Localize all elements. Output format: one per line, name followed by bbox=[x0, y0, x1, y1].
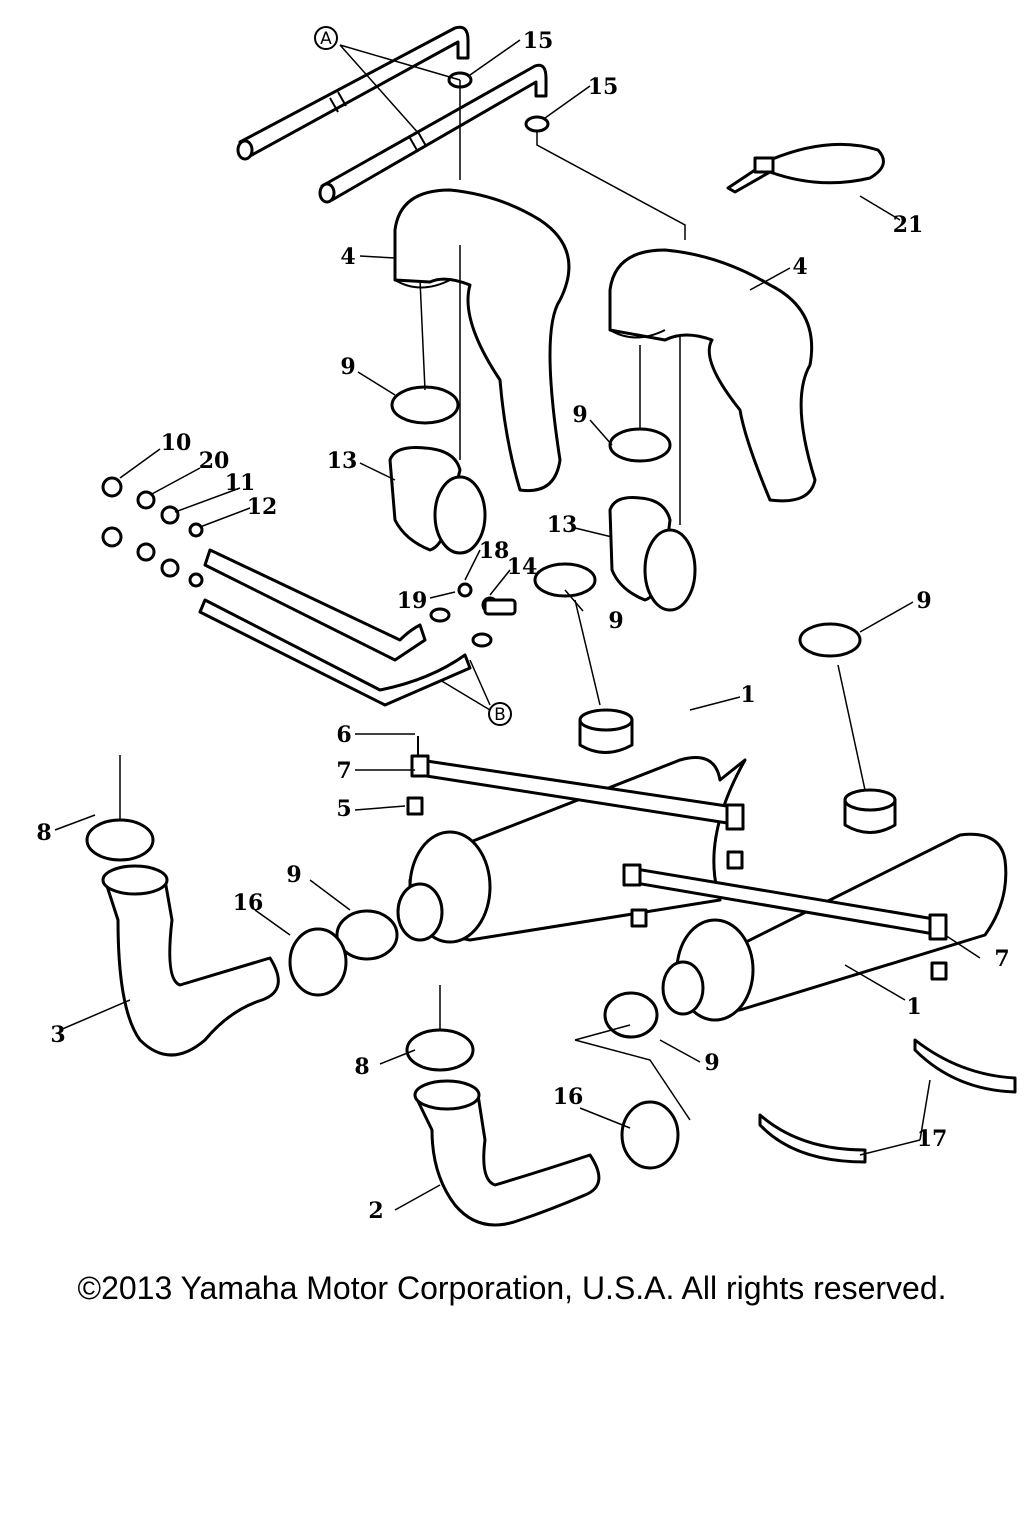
callout-labels: A B 15 15 21 4 4 9 9 10 20 13 11 12 13 1… bbox=[36, 26, 1010, 1224]
callout-14: 14 bbox=[507, 554, 538, 580]
callout-1a: 1 bbox=[740, 682, 755, 708]
callout-9b: 9 bbox=[572, 402, 587, 428]
callout-19: 19 bbox=[397, 588, 428, 614]
callout-13b: 13 bbox=[547, 512, 578, 538]
exhaust-pipe-3 bbox=[85, 818, 348, 1057]
copyright-notice: ©2013 Yamaha Motor Corporation, U.S.A. A… bbox=[77, 1270, 947, 1306]
callout-16b: 16 bbox=[553, 1084, 584, 1110]
callout-9d: 9 bbox=[916, 588, 931, 614]
hose-fittings bbox=[101, 476, 204, 588]
callout-13a: 13 bbox=[327, 448, 358, 474]
callout-1b: 1 bbox=[906, 994, 921, 1020]
callout-3: 3 bbox=[50, 1022, 65, 1048]
callout-b: B bbox=[494, 705, 506, 725]
callout-8a: 8 bbox=[36, 820, 51, 846]
callout-12: 12 bbox=[247, 494, 278, 520]
callout-16a: 16 bbox=[233, 890, 264, 916]
callout-17: 17 bbox=[917, 1126, 948, 1152]
hose-clamp-9 bbox=[335, 385, 862, 1039]
hose-clamp-15 bbox=[447, 71, 550, 133]
callout-9a: 9 bbox=[340, 354, 355, 380]
rubber-band-17 bbox=[758, 1038, 1017, 1164]
callout-2: 2 bbox=[368, 1198, 383, 1224]
callout-15b: 15 bbox=[588, 74, 619, 100]
elbow-joint-13 bbox=[388, 446, 697, 612]
callout-9e: 9 bbox=[286, 862, 301, 888]
callout-20: 20 bbox=[199, 448, 230, 474]
leader-lines bbox=[54, 39, 981, 1211]
callout-4a: 4 bbox=[340, 244, 355, 270]
callout-7b: 7 bbox=[994, 946, 1009, 972]
callout-5: 5 bbox=[336, 796, 351, 822]
water-hose-b bbox=[198, 548, 517, 707]
callout-6: 6 bbox=[336, 722, 351, 748]
callout-7a: 7 bbox=[336, 758, 351, 784]
callout-4b: 4 bbox=[792, 254, 807, 280]
callout-8b: 8 bbox=[354, 1054, 369, 1080]
callout-21: 21 bbox=[893, 212, 924, 238]
muffler-strap-7 bbox=[406, 736, 948, 981]
exhaust-pipe-4 bbox=[393, 188, 817, 503]
callout-18: 18 bbox=[479, 538, 510, 564]
callout-9f: 9 bbox=[704, 1050, 719, 1076]
callout-10: 10 bbox=[161, 430, 192, 456]
cable-tie bbox=[726, 142, 885, 194]
muffler-1 bbox=[396, 708, 1008, 1022]
callout-9c: 9 bbox=[608, 608, 623, 634]
water-hose-a bbox=[236, 25, 548, 204]
callout-a: A bbox=[320, 29, 332, 49]
callout-11: 11 bbox=[225, 470, 256, 496]
callout-15a: 15 bbox=[523, 28, 554, 54]
exhaust-pipe-2 bbox=[405, 1028, 680, 1227]
